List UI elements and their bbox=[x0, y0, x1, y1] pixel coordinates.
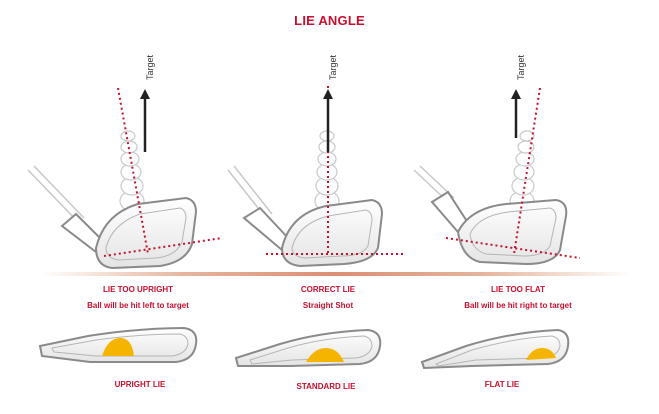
target-label: Target bbox=[516, 54, 526, 80]
sole-label-flat: FLAT LIE bbox=[484, 380, 520, 389]
caption-flat: LIE TOO FLAT Ball will be hit right to t… bbox=[420, 283, 616, 312]
diagram-title: LIE ANGLE bbox=[294, 13, 365, 28]
target-label: Target bbox=[145, 54, 155, 80]
caption-note: Ball will be hit left to target bbox=[87, 301, 189, 310]
upright-club bbox=[27, 130, 198, 270]
correct-club bbox=[227, 130, 384, 268]
caption-note: Ball will be hit right to target bbox=[464, 301, 572, 310]
target-arrow-flat bbox=[511, 89, 521, 138]
target-arrow-upright bbox=[140, 89, 150, 152]
caption-correct: CORRECT LIE Straight Shot bbox=[246, 283, 410, 312]
upright-shaft-axis bbox=[117, 87, 149, 255]
sole-flat bbox=[420, 328, 570, 370]
sole-upright bbox=[38, 326, 198, 363]
caption-heading: LIE TOO UPRIGHT bbox=[102, 285, 174, 294]
flat-shaft-axis bbox=[513, 87, 541, 255]
ground-line bbox=[40, 272, 630, 276]
sole-standard bbox=[234, 328, 382, 367]
target-label: Target bbox=[328, 54, 338, 80]
caption-upright: LIE TOO UPRIGHT Ball will be hit left to… bbox=[40, 283, 236, 312]
caption-heading: LIE TOO FLAT bbox=[491, 285, 545, 294]
caption-heading: CORRECT LIE bbox=[300, 285, 356, 294]
sole-label-standard: STANDARD LIE bbox=[296, 382, 356, 391]
target-arrow-correct bbox=[323, 89, 333, 152]
sole-label-upright: UPRIGHT LIE bbox=[114, 380, 166, 389]
flat-club bbox=[413, 130, 568, 266]
caption-note: Straight Shot bbox=[302, 301, 354, 310]
